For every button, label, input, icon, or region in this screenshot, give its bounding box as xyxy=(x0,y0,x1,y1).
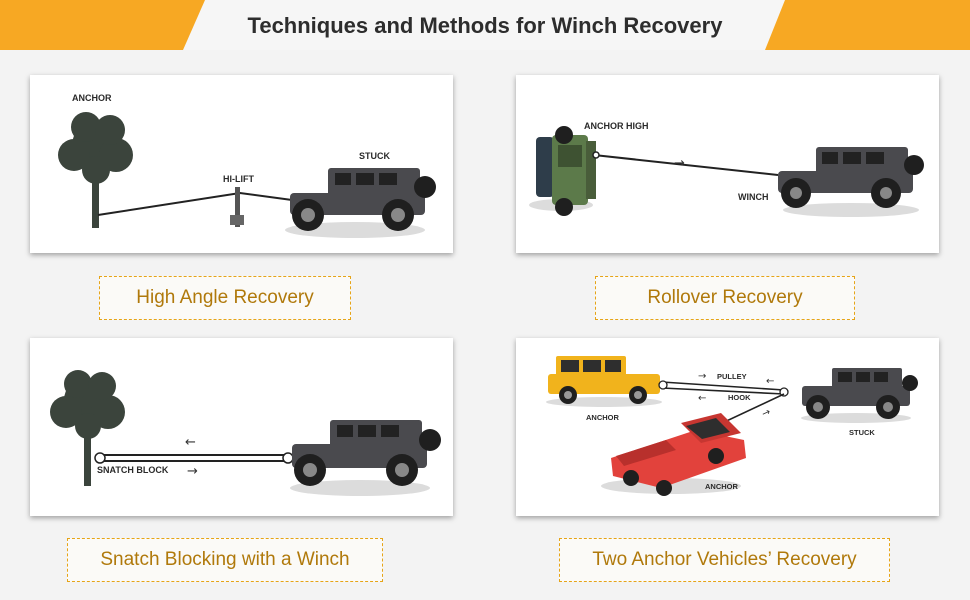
red-truck-icon xyxy=(601,413,746,496)
panel-high-angle: ANCHOR HI-LIFT STUCK xyxy=(30,75,453,253)
arrow-left-icon: ← xyxy=(185,435,196,450)
jeep-icon xyxy=(285,168,436,238)
arrow-left-icon: ← xyxy=(766,376,774,387)
header-banner xyxy=(0,0,970,50)
snatch-block-icon xyxy=(94,452,106,464)
page-title: Techniques and Methods for Winch Recover… xyxy=(247,13,723,38)
label-winch: WINCH xyxy=(738,192,769,202)
caption-high-angle: High Angle Recovery xyxy=(99,276,351,320)
panel-rollover: → ANCHOR HIGH WINCH xyxy=(516,75,939,253)
caption-rollover: Rollover Recovery xyxy=(595,276,855,320)
label-anchor-bottom: ANCHOR xyxy=(705,482,738,491)
tree-icon xyxy=(50,370,125,486)
pulley-icon xyxy=(779,387,789,397)
jeep-icon xyxy=(801,368,918,423)
label-stuck: STUCK xyxy=(849,428,875,437)
rollover-vehicle-icon xyxy=(529,126,596,216)
tree-icon xyxy=(58,112,133,228)
arrow-right-icon: → xyxy=(187,464,198,479)
arrow-up-right-icon: → xyxy=(760,407,772,421)
label-anchor-high: ANCHOR HIGH xyxy=(584,121,649,131)
hi-lift-icon xyxy=(230,187,244,227)
jeep-icon xyxy=(778,147,924,217)
jeep-icon xyxy=(290,420,441,496)
arrow-left-icon: ← xyxy=(698,393,706,404)
label-hook: HOOK xyxy=(728,393,751,402)
label-anchor: ANCHOR xyxy=(72,93,112,103)
panel-two-anchor: → ← ← → ANCHOR PULLEY xyxy=(516,338,939,516)
caption-snatch-block: Snatch Blocking with a Winch xyxy=(67,538,383,582)
label-hi-lift: HI-LIFT xyxy=(223,174,254,184)
yellow-suv-icon xyxy=(546,356,662,407)
label-pulley: PULLEY xyxy=(717,372,747,381)
panel-snatch-block: ← → SNATCH BLOCK xyxy=(30,338,453,516)
label-snatch-block: SNATCH BLOCK xyxy=(97,465,169,475)
label-anchor-top: ANCHOR xyxy=(586,413,619,422)
arrow-right-icon: → xyxy=(698,371,706,382)
label-stuck: STUCK xyxy=(359,151,390,161)
arrow-right-icon: → xyxy=(674,156,685,171)
caption-two-anchor: Two Anchor Vehicles’ Recovery xyxy=(559,538,890,582)
